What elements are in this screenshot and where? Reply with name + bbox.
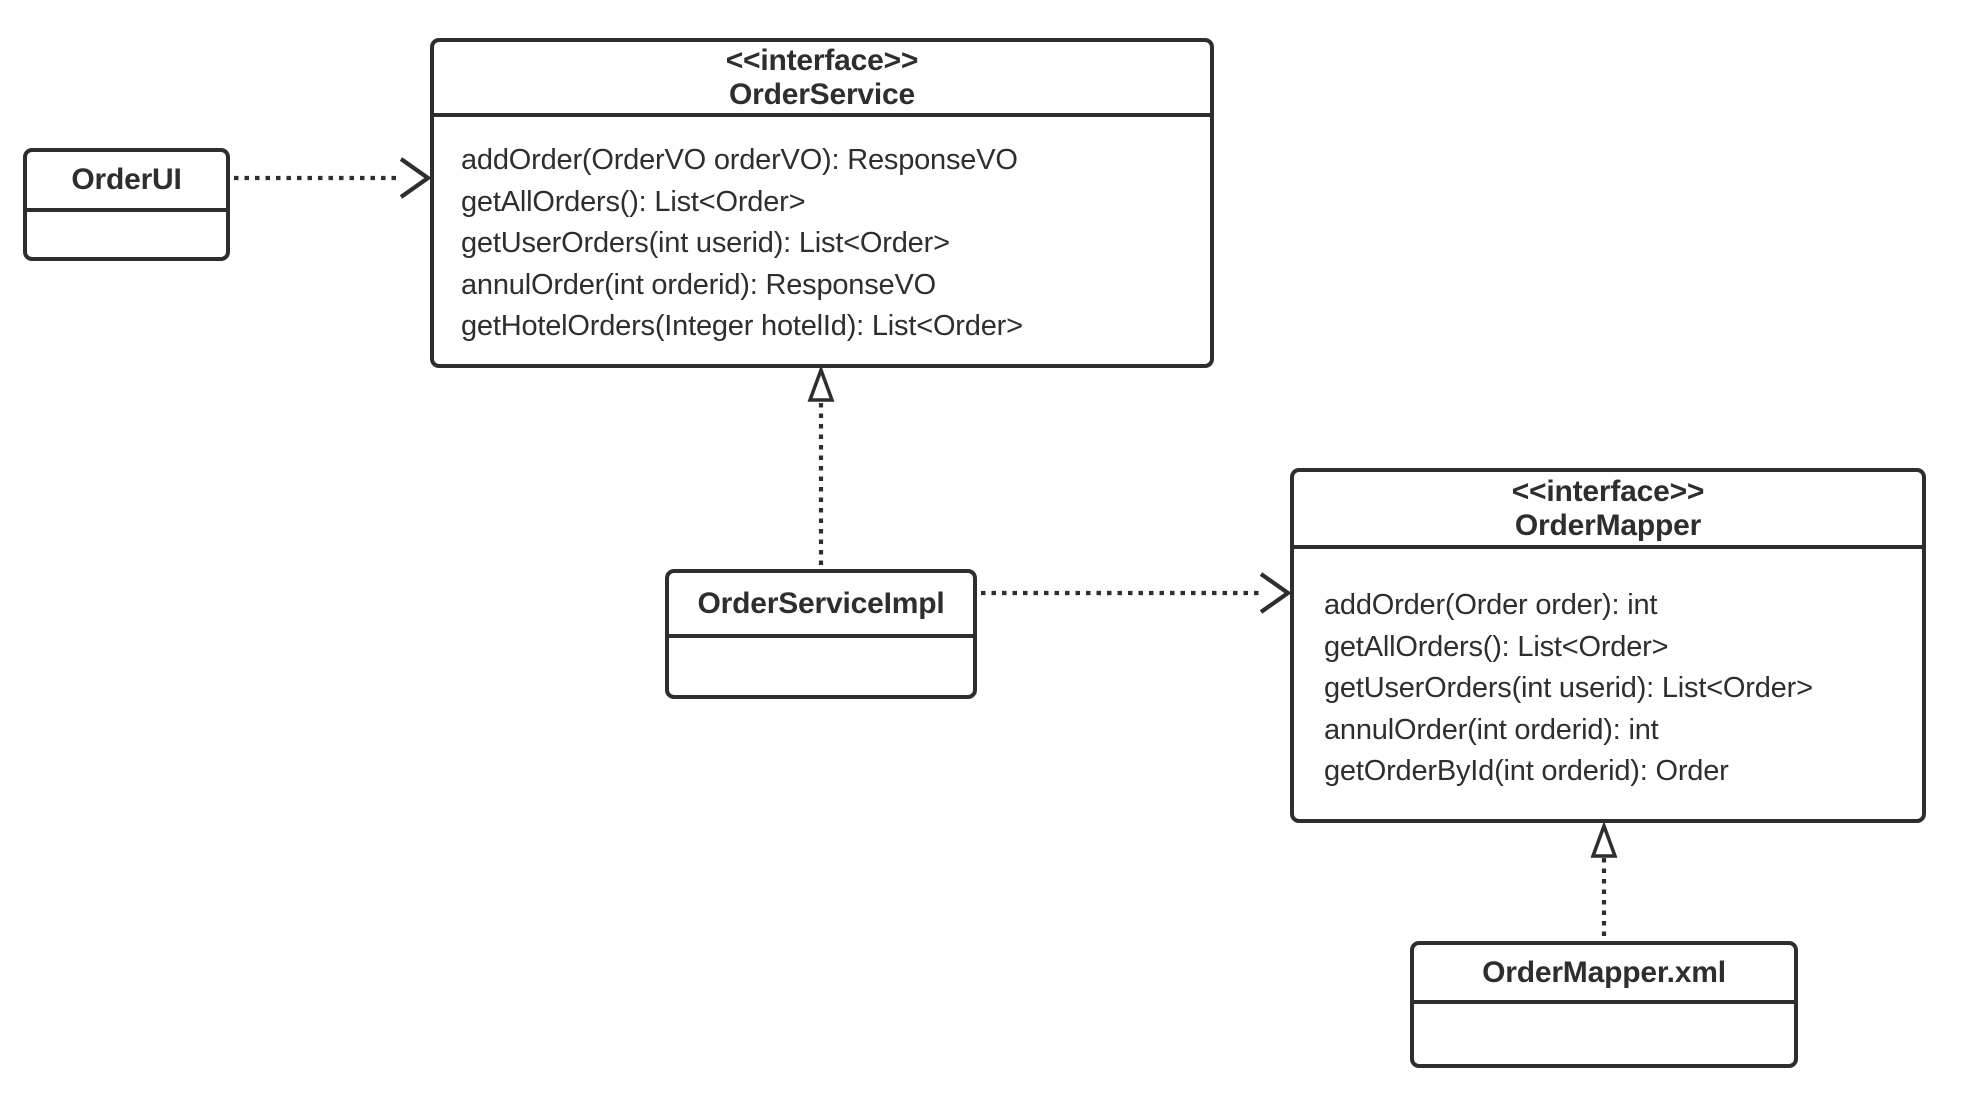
method-item: getAllOrders(): List<Order> [1324,630,1669,663]
class-title: OrderMapper.xml [1414,945,1794,1004]
realization-arrow-orderserviceimpl-to-orderservice[interactable] [807,364,835,567]
method-item: getUserOrders(int userid): List<Order> [1324,672,1813,704]
method-item: getOrderById(int orderid): Order [1324,755,1729,787]
class-methods: addOrder(OrderVO orderVO): ResponseVO ge… [434,117,1210,348]
class-name: OrderMapper [1514,508,1702,542]
method-item: annulOrder(int orderid): int [1324,713,1659,746]
method-item: addOrder(Order order): int [1324,589,1658,621]
realization-arrow-ordermapperxml-to-ordermapper[interactable] [1590,820,1618,939]
class-stereotype: <<interface>> [725,43,919,77]
class-methods: addOrder(Order order): int getAllOrders(… [1294,549,1922,793]
open-arrowhead-icon [1259,572,1292,614]
class-box-orderservice[interactable]: <<interface>> OrderService addOrder(Orde… [430,38,1214,368]
class-title: <<interface>> OrderService [434,42,1210,117]
open-arrowhead-icon [399,157,432,199]
method-item: getUserOrders(int userid): List<Order> [461,227,950,259]
dependency-arrow-orderserviceimpl-to-ordermapper[interactable] [981,572,1292,614]
class-box-orderui[interactable]: OrderUI [23,148,230,261]
class-box-ordermapper[interactable]: <<interface>> OrderMapper addOrder(Order… [1290,468,1926,823]
method-item: getHotelOrders(Integer hotelId): List<Or… [461,310,1023,342]
class-box-orderserviceimpl[interactable]: OrderServiceImpl [665,569,977,699]
class-title: <<interface>> OrderMapper [1294,472,1922,549]
class-name: OrderServiceImpl [697,586,945,620]
dependency-arrow-orderui-to-orderservice[interactable] [234,157,432,199]
class-title: OrderUI [27,152,226,212]
class-name: OrderMapper.xml [1482,955,1726,989]
method-item: addOrder(OrderVO orderVO): ResponseVO [461,144,1018,176]
hollow-triangle-arrowhead-icon [807,364,835,402]
class-stereotype: <<interface>> [1511,474,1705,508]
method-item: annulOrder(int orderid): ResponseVO [461,268,936,301]
class-box-ordermapperxml[interactable]: OrderMapper.xml [1410,941,1798,1068]
class-title: OrderServiceImpl [669,573,973,638]
method-item: getAllOrders(): List<Order> [461,185,806,218]
class-name: OrderService [728,77,916,111]
class-name: OrderUI [71,163,182,196]
hollow-triangle-arrowhead-icon [1590,820,1618,858]
